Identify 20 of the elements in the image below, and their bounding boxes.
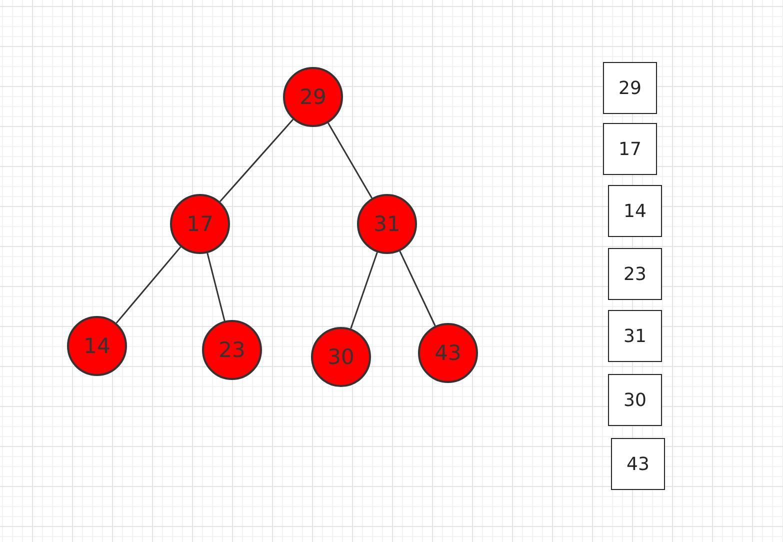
connector-line [219, 118, 294, 202]
tree-node-circle: 43 [418, 323, 478, 383]
tree-node-circle: 23 [202, 320, 262, 380]
array-cell: 17 [603, 123, 657, 175]
array-cell: 30 [608, 374, 662, 426]
connector-line [327, 122, 373, 198]
array-cell: 29 [603, 62, 657, 114]
tree-node-circle: 14 [67, 316, 127, 376]
array-cell: 31 [608, 310, 662, 362]
connector-line [206, 252, 226, 322]
array-cell: 14 [608, 185, 662, 237]
array-cell: 23 [608, 248, 662, 300]
tree-node-circle: 30 [311, 327, 371, 387]
connector-line [399, 250, 436, 326]
tree-node-circle: 31 [357, 194, 417, 254]
connector-line [350, 252, 378, 329]
tree-node-circle: 17 [170, 194, 230, 254]
connector-line [116, 246, 182, 324]
array-cell: 43 [611, 438, 665, 490]
tree-node-circle: 29 [283, 67, 343, 127]
